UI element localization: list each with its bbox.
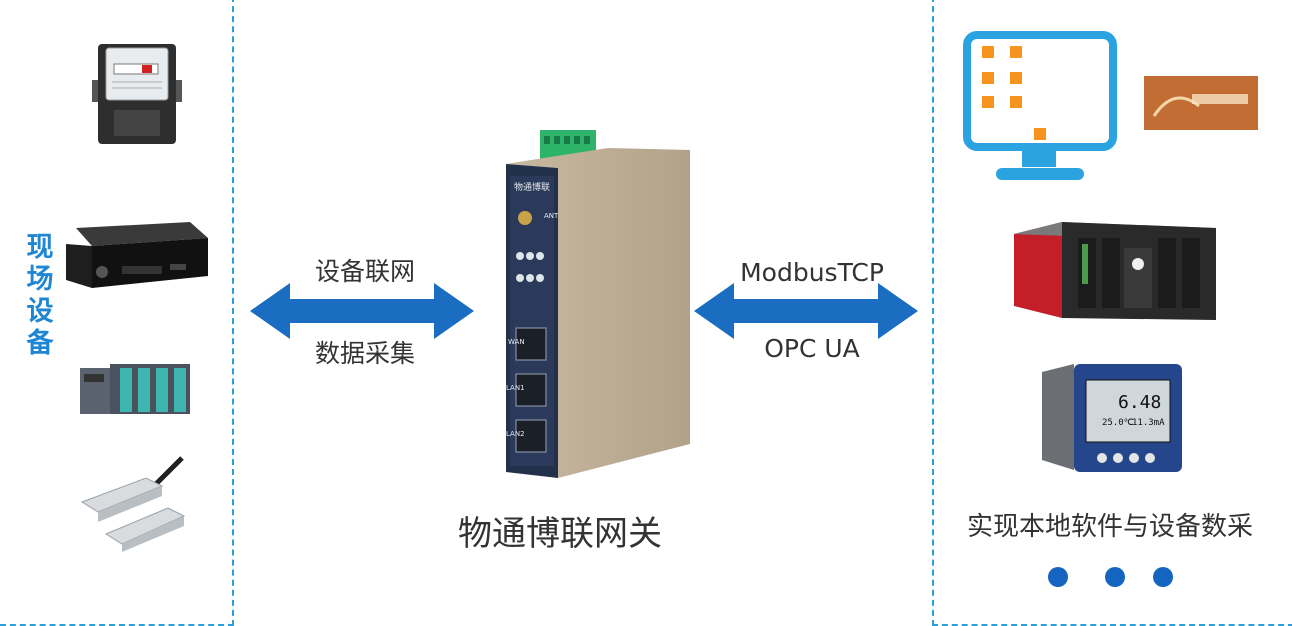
left-link-bottom-label: 数据采集 <box>314 339 415 368</box>
more-dot <box>1153 567 1173 587</box>
left-link-top-label: 设备联网 <box>314 257 415 286</box>
gateway-port-label: LAN1 <box>506 384 525 392</box>
electric-meter-icon <box>92 44 182 144</box>
gateway-title: 物通博联网关 <box>458 514 662 554</box>
more-dot <box>1105 567 1125 587</box>
more-dot <box>1048 567 1068 587</box>
gateway-device <box>506 130 690 478</box>
door-sensor-icon <box>80 456 186 552</box>
gateway-port-label: WAN <box>508 338 525 346</box>
monitor-icon <box>963 31 1117 180</box>
controller-line3: 11.3mA <box>1132 418 1165 428</box>
title-char: 现 <box>26 232 54 263</box>
dvr-box-icon <box>66 222 208 288</box>
right-panel-caption: 实现本地软件与设备数采 <box>966 512 1253 542</box>
right-link-top-label: ModbusTCP <box>740 258 884 287</box>
gateway-brand: 物通博联 <box>514 183 551 193</box>
software-banner-icon <box>1144 76 1258 130</box>
plc-module-icon <box>80 364 190 414</box>
meter-controller-icon <box>1042 364 1182 472</box>
title-char: 场 <box>26 264 54 295</box>
title-char: 设 <box>26 296 54 327</box>
left-panel-title: 现 场 设 备 <box>20 232 60 360</box>
plc-rack-icon <box>1014 222 1216 320</box>
controller-value: 6.48 <box>1118 392 1162 413</box>
controller-line2: 25.0℃ <box>1102 418 1134 428</box>
left-double-arrow <box>250 283 474 339</box>
title-char: 备 <box>26 328 54 359</box>
gateway-ant-label: ANT <box>544 212 559 220</box>
right-link-bottom-label: OPC UA <box>764 334 860 363</box>
gateway-port-label: LAN2 <box>506 430 525 438</box>
right-double-arrow <box>694 283 918 339</box>
